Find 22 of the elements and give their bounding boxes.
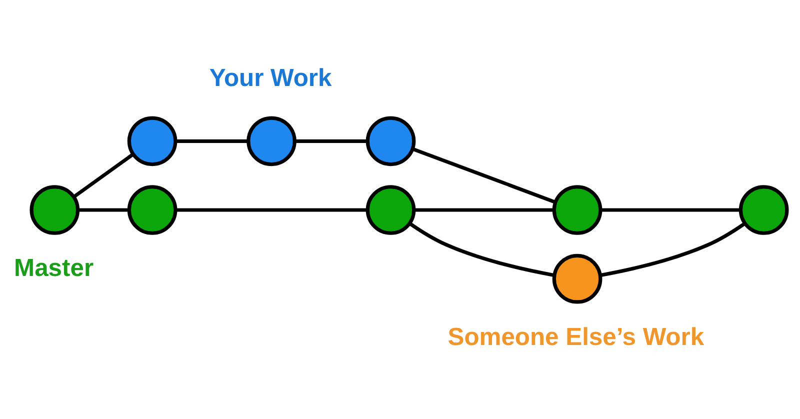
connector bbox=[600, 222, 746, 276]
node-circle bbox=[127, 184, 178, 234]
connector bbox=[78, 208, 129, 212]
node-circle bbox=[552, 253, 602, 304]
connector bbox=[294, 138, 368, 142]
node-label: Someone Else’s Work bbox=[448, 323, 704, 350]
connector bbox=[176, 208, 368, 212]
node-circle bbox=[366, 184, 416, 234]
connector bbox=[600, 208, 740, 212]
node-circle bbox=[552, 184, 602, 234]
node-circle bbox=[127, 116, 178, 166]
node-circle bbox=[366, 116, 416, 166]
connector bbox=[412, 146, 556, 204]
connector bbox=[176, 138, 248, 142]
node-label: Master bbox=[14, 254, 94, 282]
node-circle bbox=[30, 184, 80, 234]
connector bbox=[414, 208, 554, 212]
node-circle bbox=[738, 184, 789, 234]
node-circle bbox=[246, 116, 296, 166]
connector bbox=[73, 152, 134, 198]
connector bbox=[408, 222, 554, 276]
node-label: Your Work bbox=[209, 64, 332, 92]
